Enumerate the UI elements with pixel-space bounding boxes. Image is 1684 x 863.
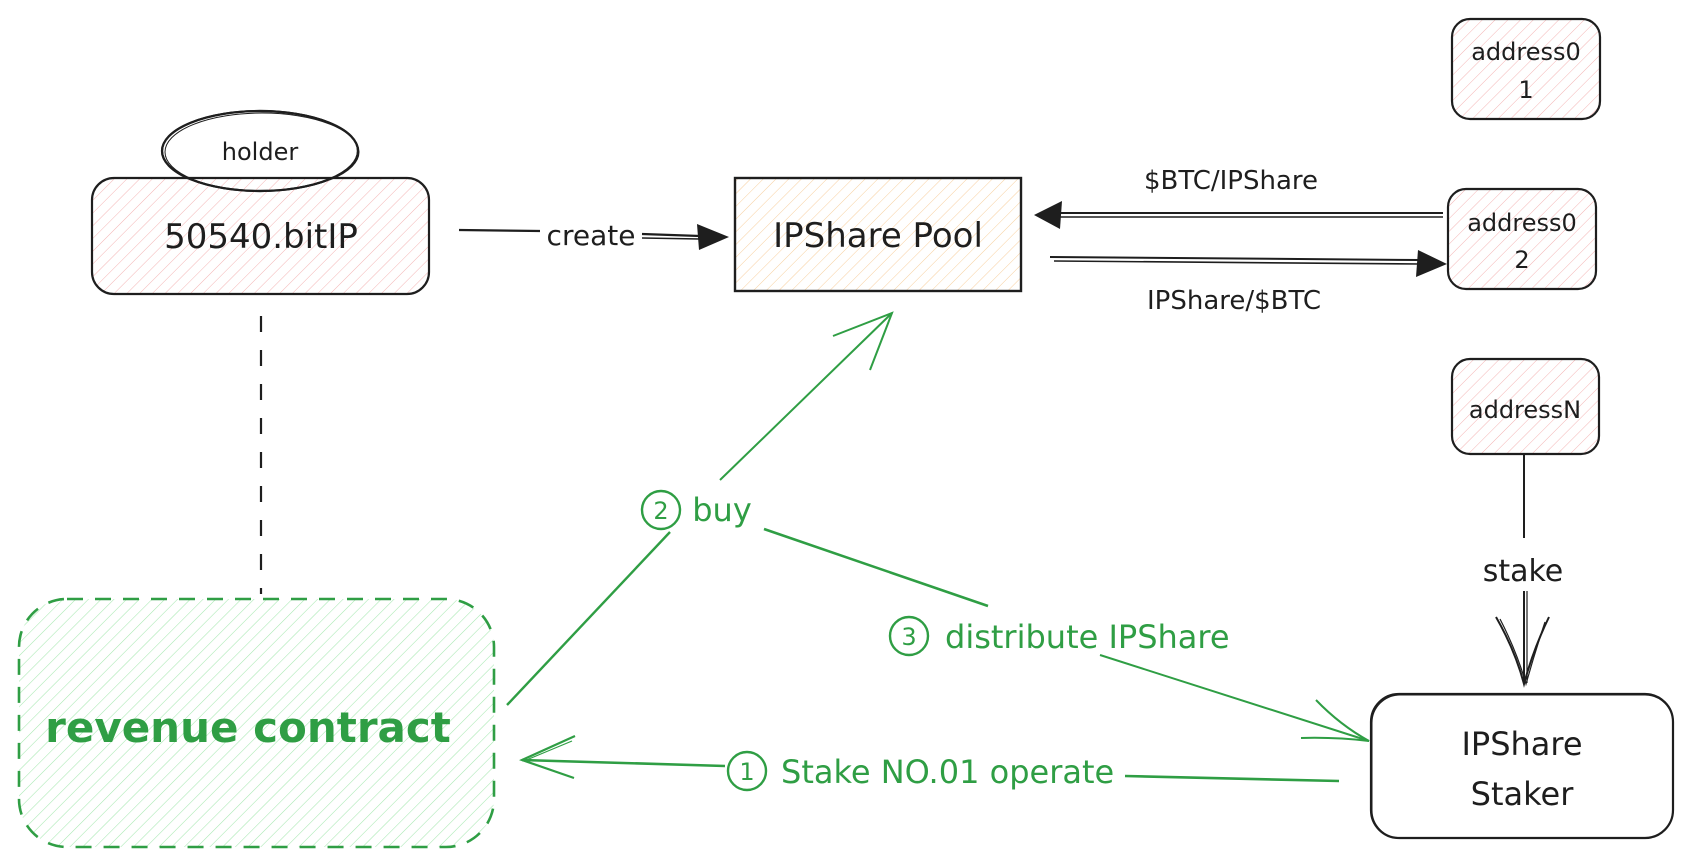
- operate-line-a: [1124, 774, 1340, 783]
- pool-border: [733, 176, 1023, 293]
- address01-label-line2: 1: [1518, 76, 1533, 104]
- step-2-number: 2: [653, 497, 668, 525]
- bitip-border: [90, 176, 431, 296]
- revenue-contract-label: revenue contract: [45, 703, 451, 752]
- pool-label: IPShare Pool: [773, 216, 983, 256]
- create-arrow[interactable]: [458, 224, 729, 250]
- create-arrowhead-icon: [697, 224, 729, 250]
- staker-label-line2: Staker: [1471, 775, 1575, 813]
- create-arrow-line-c: [641, 237, 701, 240]
- buy-arrowhead-icon: [832, 311, 894, 371]
- ipshare-arrowhead-icon: [1416, 250, 1447, 277]
- buy-arrow-line-a: [506, 531, 671, 706]
- distribute-line-a: [763, 527, 989, 608]
- address01-label-line1: address0: [1471, 38, 1581, 66]
- staker-label-line1: IPShare: [1461, 725, 1582, 763]
- addressN-border: [1450, 357, 1601, 456]
- step-3-number: 3: [901, 623, 916, 651]
- stake-arrow[interactable]: [1495, 454, 1550, 688]
- distribute-label: distribute IPShare: [945, 618, 1230, 656]
- operate-arrowhead-sketch: [523, 740, 573, 762]
- revenue-contract-node[interactable]: [17, 597, 496, 849]
- holder-label: holder: [222, 138, 299, 166]
- btc-to-pool-arrow[interactable]: [1034, 201, 1443, 229]
- bitip-label: 50540.bitIP: [164, 217, 358, 257]
- ipshare-arrow-line-a: [1049, 256, 1421, 261]
- buy-arrow[interactable]: [506, 311, 894, 706]
- ipshare-staker-node[interactable]: [1369, 692, 1675, 840]
- operate-arrow[interactable]: [519, 734, 1340, 783]
- distribute-arrow[interactable]: [763, 527, 1370, 742]
- operate-arrowhead-icon: [519, 734, 576, 780]
- create-label: create: [547, 219, 636, 252]
- buy-label-group: 2 buy: [640, 489, 752, 531]
- address01-node[interactable]: [1450, 17, 1602, 121]
- address02-node[interactable]: [1446, 187, 1598, 291]
- operate-label-group: 1 Stake NO.01 operate: [726, 750, 1114, 792]
- revenue-fill: [19, 599, 494, 847]
- address02-label-line1: address0: [1467, 209, 1577, 237]
- revenue-border: [17, 597, 496, 849]
- operate-label: Stake NO.01 operate: [781, 753, 1114, 791]
- ipshare-pool-node[interactable]: [733, 176, 1023, 293]
- btc-to-pool-label: $BTC/IPShare: [1144, 166, 1318, 196]
- buy-arrow-line-b: [719, 312, 893, 481]
- pool-to-address-label: IPShare/$BTC: [1147, 286, 1321, 316]
- step-2-circle-icon: [640, 489, 682, 531]
- addressN-label: addressN: [1469, 396, 1581, 424]
- bitip-node[interactable]: [90, 176, 431, 296]
- step-1-number: 1: [739, 758, 754, 786]
- staker-border: [1369, 692, 1675, 840]
- address01-border: [1450, 17, 1602, 121]
- pool-to-address-arrow[interactable]: [1049, 250, 1447, 277]
- bitip-fill: [92, 178, 429, 294]
- distribute-label-group: 3 distribute IPShare: [888, 615, 1230, 657]
- step-1-circle-icon: [726, 750, 768, 792]
- operate-line-b: [521, 758, 726, 768]
- pool-fill: [735, 178, 1021, 291]
- holder-ellipse-overlay: [160, 109, 360, 193]
- distribute-arrowhead-icon: [1300, 699, 1370, 742]
- stake-label: stake: [1483, 554, 1564, 589]
- step-3-circle-icon: [888, 615, 930, 657]
- stake-arrowhead-sketch: [1499, 618, 1546, 687]
- ipshare-arrow-line-b: [1053, 260, 1421, 265]
- create-arrow-line-b: [641, 232, 701, 238]
- address02-label-line2: 2: [1514, 246, 1529, 274]
- create-arrow-line-a: [458, 228, 541, 233]
- address02-border: [1446, 187, 1598, 291]
- distribute-line-b: [1099, 654, 1370, 742]
- buy-label: buy: [692, 491, 752, 529]
- addressN-node[interactable]: [1450, 357, 1601, 456]
- btc-arrowhead-icon: [1034, 201, 1062, 229]
- staker-border-sketch: [1371, 694, 1674, 839]
